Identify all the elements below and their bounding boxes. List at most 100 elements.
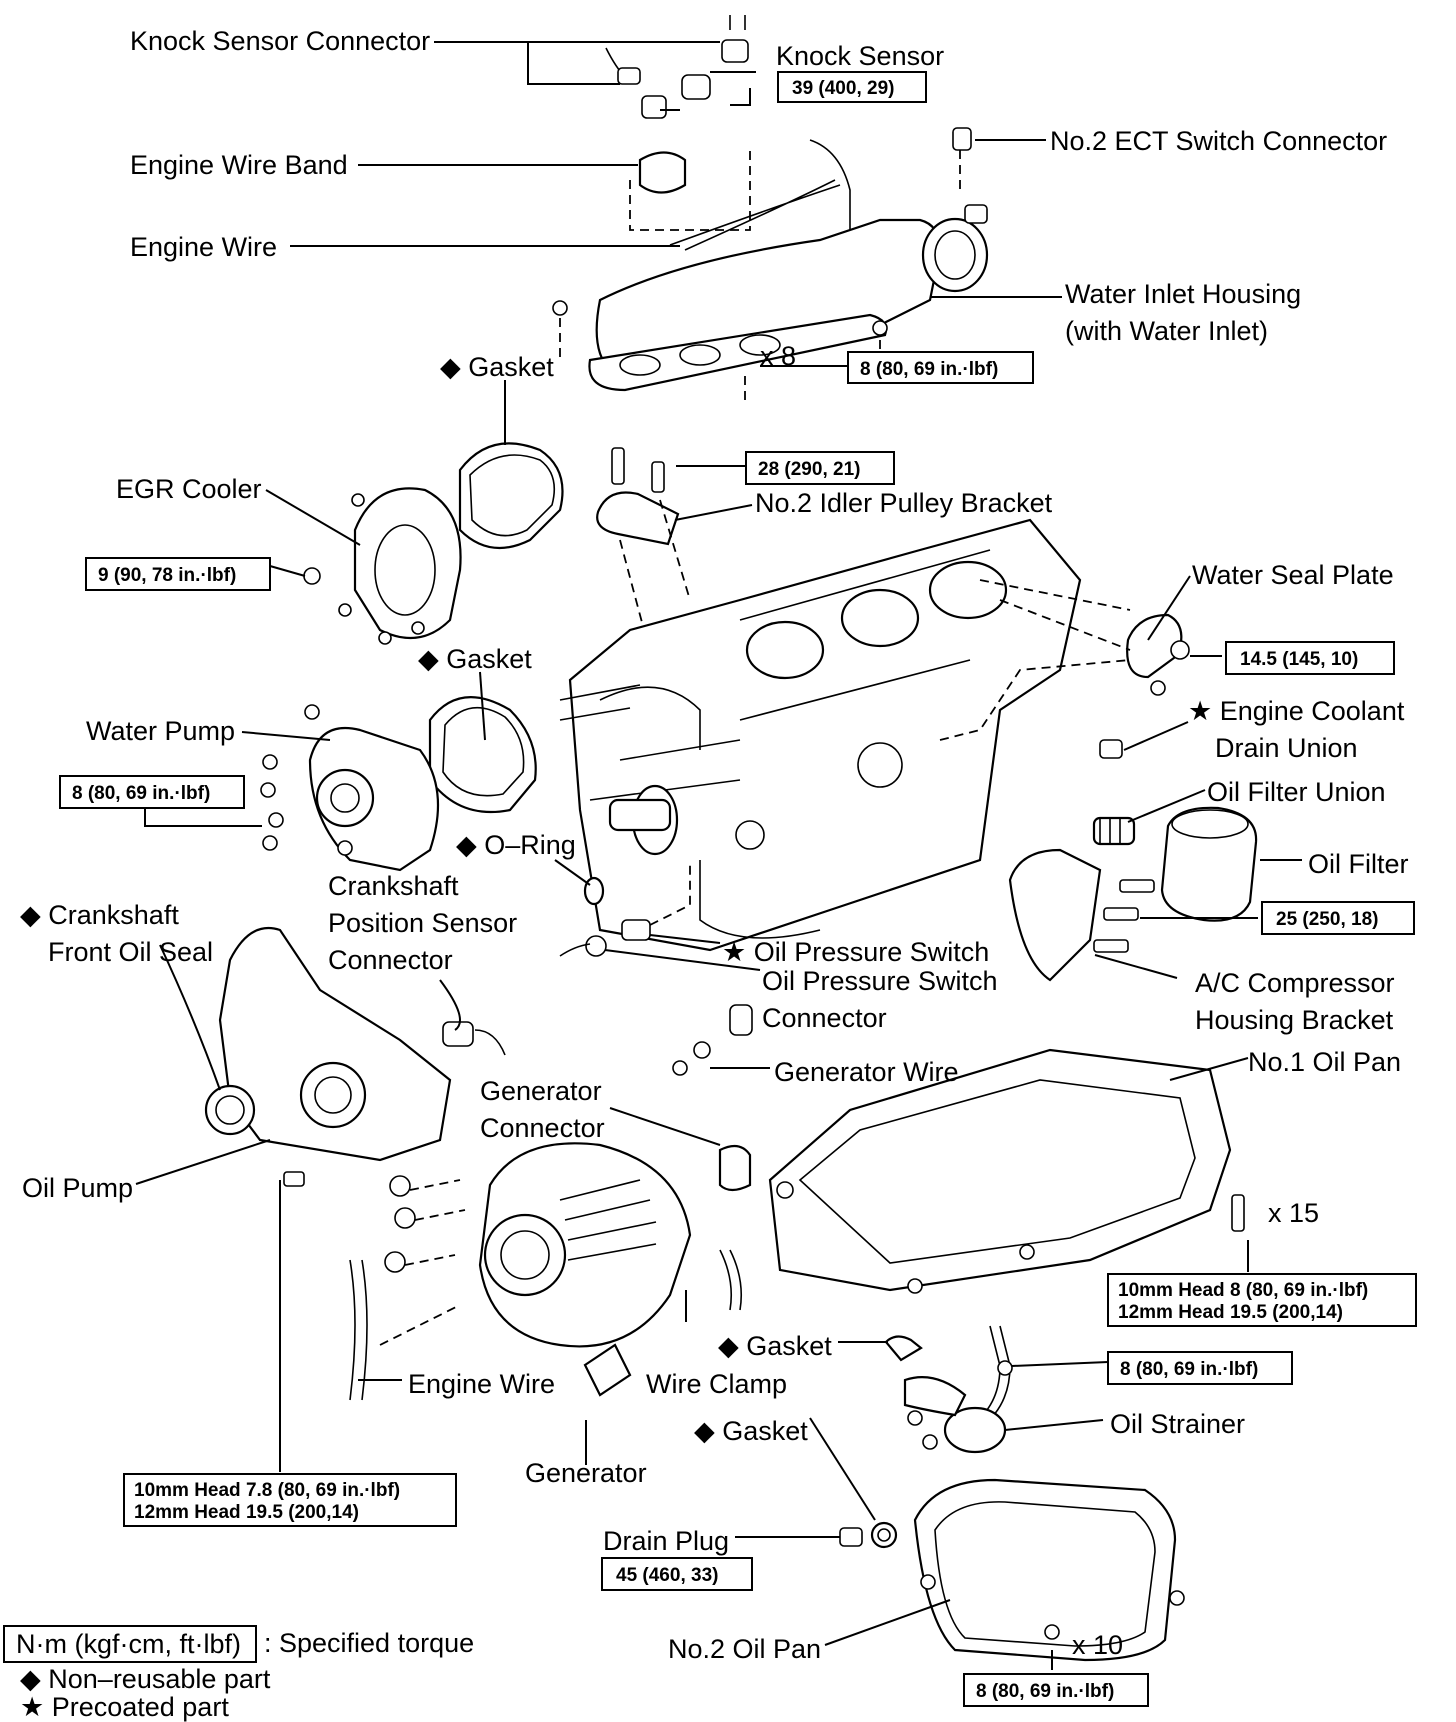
label-water-inlet-housing: Water Inlet Housing xyxy=(1065,279,1301,309)
svg-text:10mm Head 8 (80, 69 in.·lbf): 10mm Head 8 (80, 69 in.·lbf) xyxy=(1118,1280,1368,1301)
label-ckp-connector-1: Crankshaft xyxy=(328,871,459,901)
torque-drain-plug: 45 (460, 33) xyxy=(601,1557,753,1591)
label-no2-oil-pan: No.2 Oil Pan xyxy=(668,1634,821,1664)
label-drain-plug: Drain Plug xyxy=(603,1526,729,1556)
label-oil-filter-union: Oil Filter Union xyxy=(1207,777,1386,807)
egr-cooler-drawing xyxy=(303,487,462,645)
legend-torque-desc: : Specified torque xyxy=(264,1628,474,1658)
svg-text:8 (80, 69 in.·lbf): 8 (80, 69 in.·lbf) xyxy=(1120,1359,1258,1380)
label-water-pump: Water Pump xyxy=(86,716,235,746)
label-x10: x 10 xyxy=(1072,1630,1123,1660)
label-ac-bracket-1: A/C Compressor xyxy=(1195,968,1395,998)
label-oil-pressure-switch-conn-2: Connector xyxy=(762,1003,887,1033)
torque-boxes: 39 (400, 29) 8 (80, 69 in.·lbf) 28 (290,… xyxy=(59,71,1417,1707)
oil-filter-drawing xyxy=(1092,739,1258,922)
label-oil-filter: Oil Filter xyxy=(1308,849,1409,879)
label-water-seal-plate: Water Seal Plate xyxy=(1192,560,1394,590)
water-seal-plate-drawing xyxy=(939,579,1190,741)
label-oring: ◆ O–Ring xyxy=(456,830,576,860)
generator-drawing xyxy=(349,1004,753,1401)
torque-knock-sensor: 39 (400, 29) xyxy=(777,71,927,103)
torque-egr-cooler: 9 (90, 78 in.·lbf) xyxy=(85,557,271,591)
svg-text:8 (80, 69 in.·lbf): 8 (80, 69 in.·lbf) xyxy=(860,359,998,380)
label-engine-coolant-drain-sub: Drain Union xyxy=(1215,733,1358,763)
label-oil-pressure-switch: ★ Oil Pressure Switch xyxy=(722,937,989,967)
torque-idler-bracket: 28 (290, 21) xyxy=(745,451,895,485)
label-oil-pressure-switch-conn-1: Oil Pressure Switch xyxy=(762,966,998,996)
svg-text:39 (400, 29): 39 (400, 29) xyxy=(792,78,894,99)
label-ckp-connector-3: Connector xyxy=(328,945,453,975)
label-generator: Generator xyxy=(525,1458,647,1488)
torque-no2-oil-pan: 8 (80, 69 in.·lbf) xyxy=(963,1673,1149,1707)
svg-text:10mm Head 7.8 (80, 69 in.·lbf): 10mm Head 7.8 (80, 69 in.·lbf) xyxy=(134,1480,400,1501)
part-labels: Knock Sensor Connector Knock Sensor Engi… xyxy=(20,26,1409,1664)
svg-text:14.5 (145, 10): 14.5 (145, 10) xyxy=(1240,649,1358,670)
no1-oil-pan-drawing xyxy=(768,1048,1245,1294)
svg-text:8 (80, 69 in.·lbf): 8 (80, 69 in.·lbf) xyxy=(976,1681,1114,1702)
engine-block-drawing xyxy=(559,518,1082,952)
legend-torque-unit: N·m (kgf·cm, ft·lbf) xyxy=(16,1629,241,1659)
label-generator-connector-2: Connector xyxy=(480,1113,605,1143)
svg-text:12mm Head 19.5 (200,14): 12mm Head 19.5 (200,14) xyxy=(134,1502,359,1523)
knock-sensor-drawing xyxy=(605,15,749,119)
label-crank-front-seal-2: Front Oil Seal xyxy=(48,937,213,967)
torque-water-pump: 8 (80, 69 in.·lbf) xyxy=(59,775,245,809)
label-wire-clamp: Wire Clamp xyxy=(646,1369,787,1399)
ckp-connector-drawing xyxy=(442,1021,506,1056)
label-gasket-drain: ◆ Gasket xyxy=(694,1416,808,1446)
label-engine-coolant-drain: ★ Engine Coolant xyxy=(1188,696,1405,726)
label-no1-oil-pan: No.1 Oil Pan xyxy=(1248,1047,1401,1077)
torque-no1-oil-pan: 10mm Head 8 (80, 69 in.·lbf) 12mm Head 1… xyxy=(1107,1273,1417,1327)
svg-text:28 (290, 21): 28 (290, 21) xyxy=(758,459,860,480)
label-gasket-strainer: ◆ Gasket xyxy=(718,1331,832,1361)
legend: N·m (kgf·cm, ft·lbf) : Specified torque … xyxy=(3,1625,474,1722)
oil-pressure-switch-drawing xyxy=(559,865,691,957)
torque-water-inlet: 8 (80, 69 in.·lbf) xyxy=(847,351,1034,384)
label-gasket-top: ◆ Gasket xyxy=(440,352,554,382)
svg-text:8 (80, 69 in.·lbf): 8 (80, 69 in.·lbf) xyxy=(72,783,210,804)
label-ckp-connector-2: Position Sensor xyxy=(328,908,517,938)
water-pump-drawing xyxy=(260,704,440,872)
label-generator-wire: Generator Wire xyxy=(774,1057,959,1087)
svg-text:12mm Head 19.5 (200,14): 12mm Head 19.5 (200,14) xyxy=(1118,1302,1343,1323)
svg-text:25 (250, 18): 25 (250, 18) xyxy=(1276,909,1378,930)
label-knock-sensor-connector: Knock Sensor Connector xyxy=(130,26,430,56)
legend-torque-box xyxy=(3,1625,257,1663)
label-no2-ect-switch-connector: No.2 ECT Switch Connector xyxy=(1050,126,1387,156)
no2-oil-pan-drawing xyxy=(839,1478,1185,1662)
legend-non-reusable: ◆ Non–reusable part xyxy=(20,1664,271,1694)
water-inlet-housing-drawing xyxy=(552,127,989,400)
label-no2-idler-pulley-bracket: No.2 Idler Pulley Bracket xyxy=(755,488,1053,518)
torque-water-seal-plate: 14.5 (145, 10) xyxy=(1225,641,1395,675)
svg-text:45 (460, 33): 45 (460, 33) xyxy=(616,1565,718,1586)
gasket-top-drawing xyxy=(458,442,564,550)
svg-text:9 (90, 78 in.·lbf): 9 (90, 78 in.·lbf) xyxy=(98,565,236,586)
leader-lines xyxy=(135,41,1302,1670)
ac-bracket-drawing xyxy=(1008,848,1155,982)
torque-oil-strainer: 8 (80, 69 in.·lbf) xyxy=(1107,1351,1293,1385)
label-generator-connector-1: Generator xyxy=(480,1076,602,1106)
gasket-mid-drawing xyxy=(428,696,537,814)
label-egr-cooler: EGR Cooler xyxy=(116,474,262,504)
engine-wire-band-drawing xyxy=(629,150,751,231)
label-water-inlet-housing-sub: (with Water Inlet) xyxy=(1065,316,1268,346)
label-engine-wire-band: Engine Wire Band xyxy=(130,150,348,180)
label-x8: x 8 xyxy=(760,341,796,371)
torque-ac-bracket: 25 (250, 18) xyxy=(1261,901,1415,935)
label-oil-pump: Oil Pump xyxy=(22,1173,133,1203)
label-engine-wire-bottom: Engine Wire xyxy=(408,1369,555,1399)
label-crank-front-seal-1: ◆ Crankshaft xyxy=(20,900,179,930)
idler-pulley-bracket-drawing xyxy=(596,447,691,691)
legend-precoated: ★ Precoated part xyxy=(20,1692,229,1722)
label-knock-sensor: Knock Sensor xyxy=(776,41,944,71)
label-gasket-mid: ◆ Gasket xyxy=(418,644,532,674)
oil-pump-drawing xyxy=(204,926,452,1187)
label-oil-strainer: Oil Strainer xyxy=(1110,1409,1245,1439)
oil-strainer-drawing xyxy=(884,1325,1013,1454)
torque-oil-pump: 10mm Head 7.8 (80, 69 in.·lbf) 12mm Head… xyxy=(123,1473,457,1527)
label-ac-bracket-2: Housing Bracket xyxy=(1195,1005,1394,1035)
label-engine-wire-top: Engine Wire xyxy=(130,232,277,262)
label-x15: x 15 xyxy=(1268,1198,1319,1228)
oring-drawing xyxy=(583,876,605,906)
